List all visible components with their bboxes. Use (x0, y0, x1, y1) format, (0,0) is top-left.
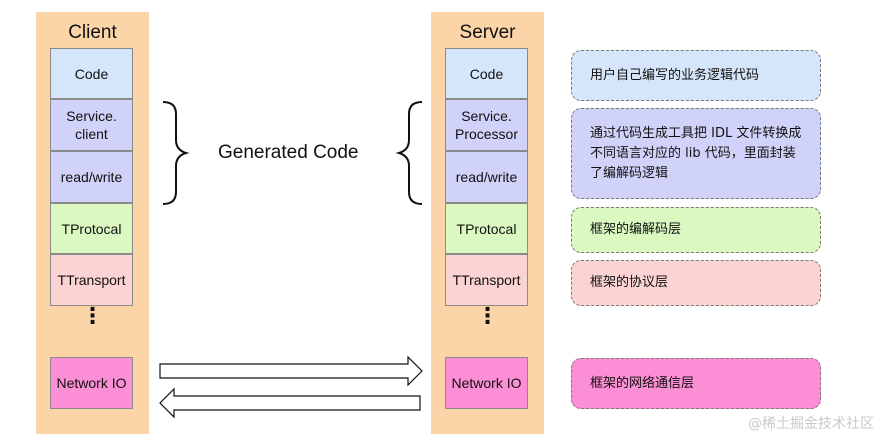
client-column: Client Code Service. client read/write T… (36, 12, 149, 434)
note-business-code: 用户自己编写的业务逻辑代码 (571, 50, 821, 101)
server-column: Server Code Service. Processor read/writ… (431, 12, 544, 434)
server-ellipsis: ⋮ (476, 303, 499, 328)
client-protocol-layer: TProtocal (50, 203, 133, 254)
client-code-layer: Code (50, 48, 133, 99)
left-brace-icon (162, 101, 190, 205)
watermark: @稀土掘金技术社区 (748, 416, 874, 432)
note-generated-code: 通过代码生成工具把 IDL 文件转换成不同语言对应的 lib 代码，里面封装了编… (571, 108, 821, 199)
server-network-layer: Network IO (445, 357, 528, 409)
client-title: Client (68, 22, 117, 43)
server-protocol-layer: TProtocal (445, 203, 528, 254)
right-brace-icon (395, 101, 423, 205)
generated-code-label: Generated Code (218, 142, 359, 163)
server-transport-layer: TTransport (445, 254, 528, 306)
server-processor-layer: Service. Processor (445, 99, 528, 151)
note-protocol: 框架的编解码层 (571, 207, 821, 253)
server-title: Server (459, 22, 516, 43)
client-readwrite-layer: read/write (50, 151, 133, 203)
note-network: 框架的网络通信层 (571, 358, 821, 409)
server-readwrite-layer: read/write (445, 151, 528, 203)
client-service-layer: Service. client (50, 99, 133, 151)
note-transport: 框架的协议层 (571, 260, 821, 306)
client-ellipsis: ⋮ (81, 303, 104, 328)
server-code-layer: Code (445, 48, 528, 99)
client-network-layer: Network IO (50, 357, 133, 409)
client-transport-layer: TTransport (50, 254, 133, 306)
response-arrow-icon (159, 387, 421, 419)
request-arrow-icon (159, 355, 423, 387)
